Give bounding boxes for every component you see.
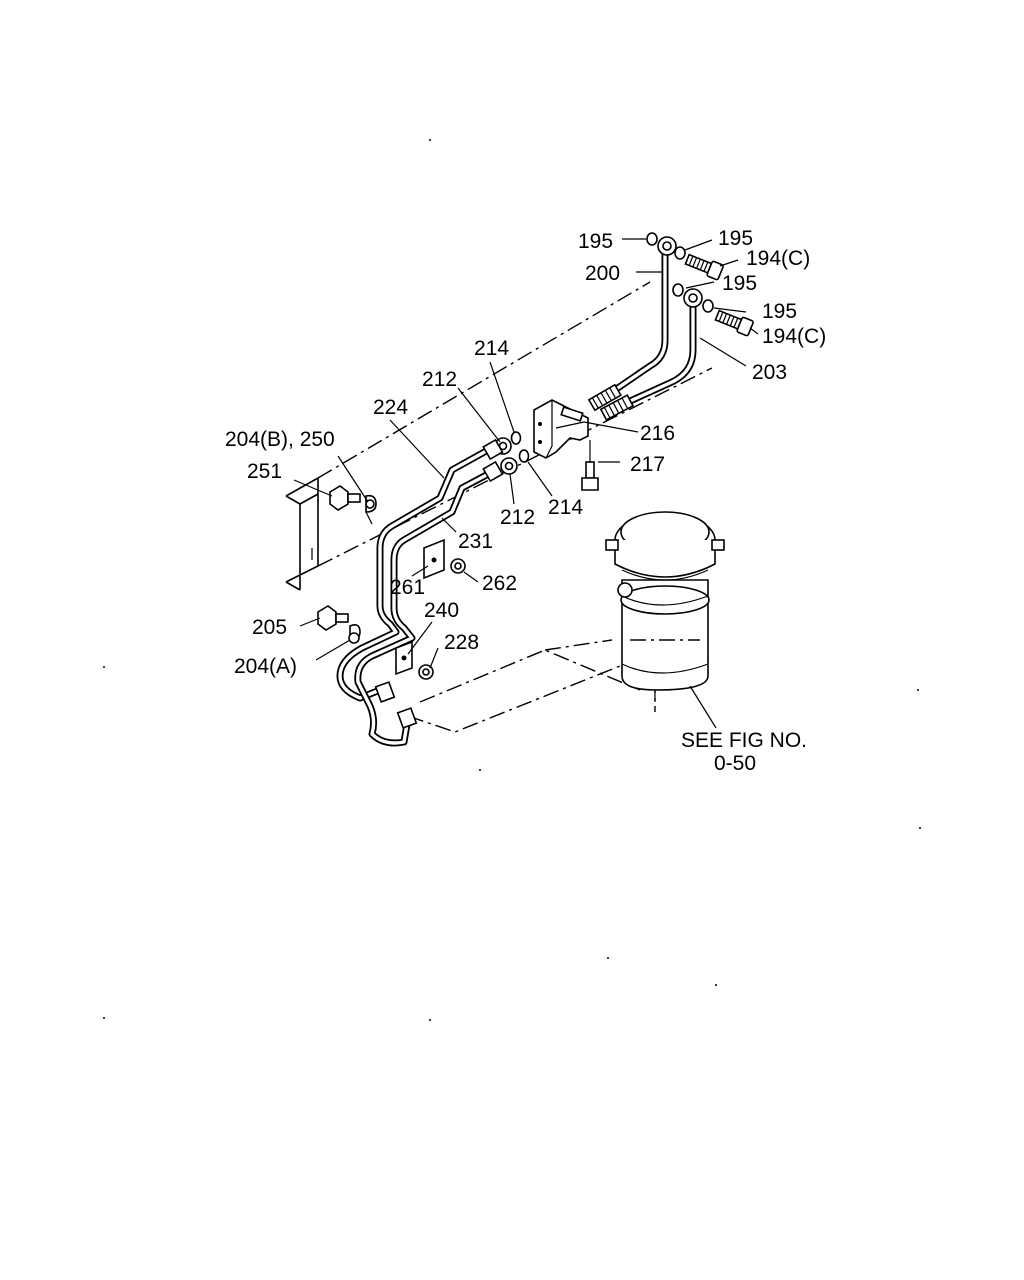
label-195-a: 195 xyxy=(578,230,613,253)
bracket-216 xyxy=(533,399,589,459)
eye-bolt-194c-upper xyxy=(684,253,724,281)
label-217: 217 xyxy=(630,453,665,476)
nut-228 xyxy=(418,664,434,680)
bolt-205 xyxy=(317,605,349,631)
washer-214-upper xyxy=(510,431,522,445)
label-251: 251 xyxy=(247,460,282,483)
fuel-filter-assembly xyxy=(605,511,725,702)
nut-262 xyxy=(450,558,466,574)
reference-note-line2: 0-50 xyxy=(714,752,756,775)
pipe-224 xyxy=(336,438,504,702)
label-240: 240 xyxy=(424,599,459,622)
label-204a: 204(A) xyxy=(234,655,297,678)
washer-195-group xyxy=(646,232,714,313)
nut-212-lower xyxy=(500,457,518,475)
pipe-end-fitting-lower xyxy=(396,707,418,729)
label-205: 205 xyxy=(252,616,287,639)
label-203: 203 xyxy=(752,361,787,384)
leader-lines xyxy=(293,238,759,729)
eye-bolt-194c-lower xyxy=(714,309,754,337)
clip-204b xyxy=(365,494,377,525)
label-200: 200 xyxy=(585,262,620,285)
reference-note-line1: SEE FIG NO. xyxy=(681,729,807,752)
bolt-251 xyxy=(329,485,361,511)
label-228: 228 xyxy=(444,631,479,654)
bolt-217 xyxy=(581,440,599,491)
plate-261 xyxy=(423,538,445,580)
label-194c-a: 194(C) xyxy=(746,247,810,270)
part-labels: 195 195 194(C) 200 195 195 194(C) 214 20… xyxy=(225,227,826,775)
pipe-231 xyxy=(354,460,504,747)
pipe-end-fitting-upper xyxy=(374,681,396,703)
label-194c-b: 194(C) xyxy=(762,325,826,348)
label-195-b: 195 xyxy=(718,227,753,250)
label-212-b: 212 xyxy=(500,506,535,529)
clip-204a xyxy=(348,624,361,644)
label-261: 261 xyxy=(390,576,425,599)
label-214-a: 214 xyxy=(474,337,509,360)
label-212-a: 212 xyxy=(422,368,457,391)
label-195-c: 195 xyxy=(722,272,757,295)
label-204b-250: 204(B), 250 xyxy=(225,428,335,451)
washer-214-lower xyxy=(518,449,530,463)
label-224: 224 xyxy=(373,396,408,419)
label-214-b: 214 xyxy=(548,496,583,519)
scan-specks xyxy=(103,139,921,1021)
label-216: 216 xyxy=(640,422,675,445)
label-231: 231 xyxy=(458,530,493,553)
label-195-d: 195 xyxy=(762,300,797,323)
label-262: 262 xyxy=(482,572,517,595)
hose-200 xyxy=(587,236,677,412)
hose-203 xyxy=(599,288,703,421)
plate-240 xyxy=(395,640,413,676)
